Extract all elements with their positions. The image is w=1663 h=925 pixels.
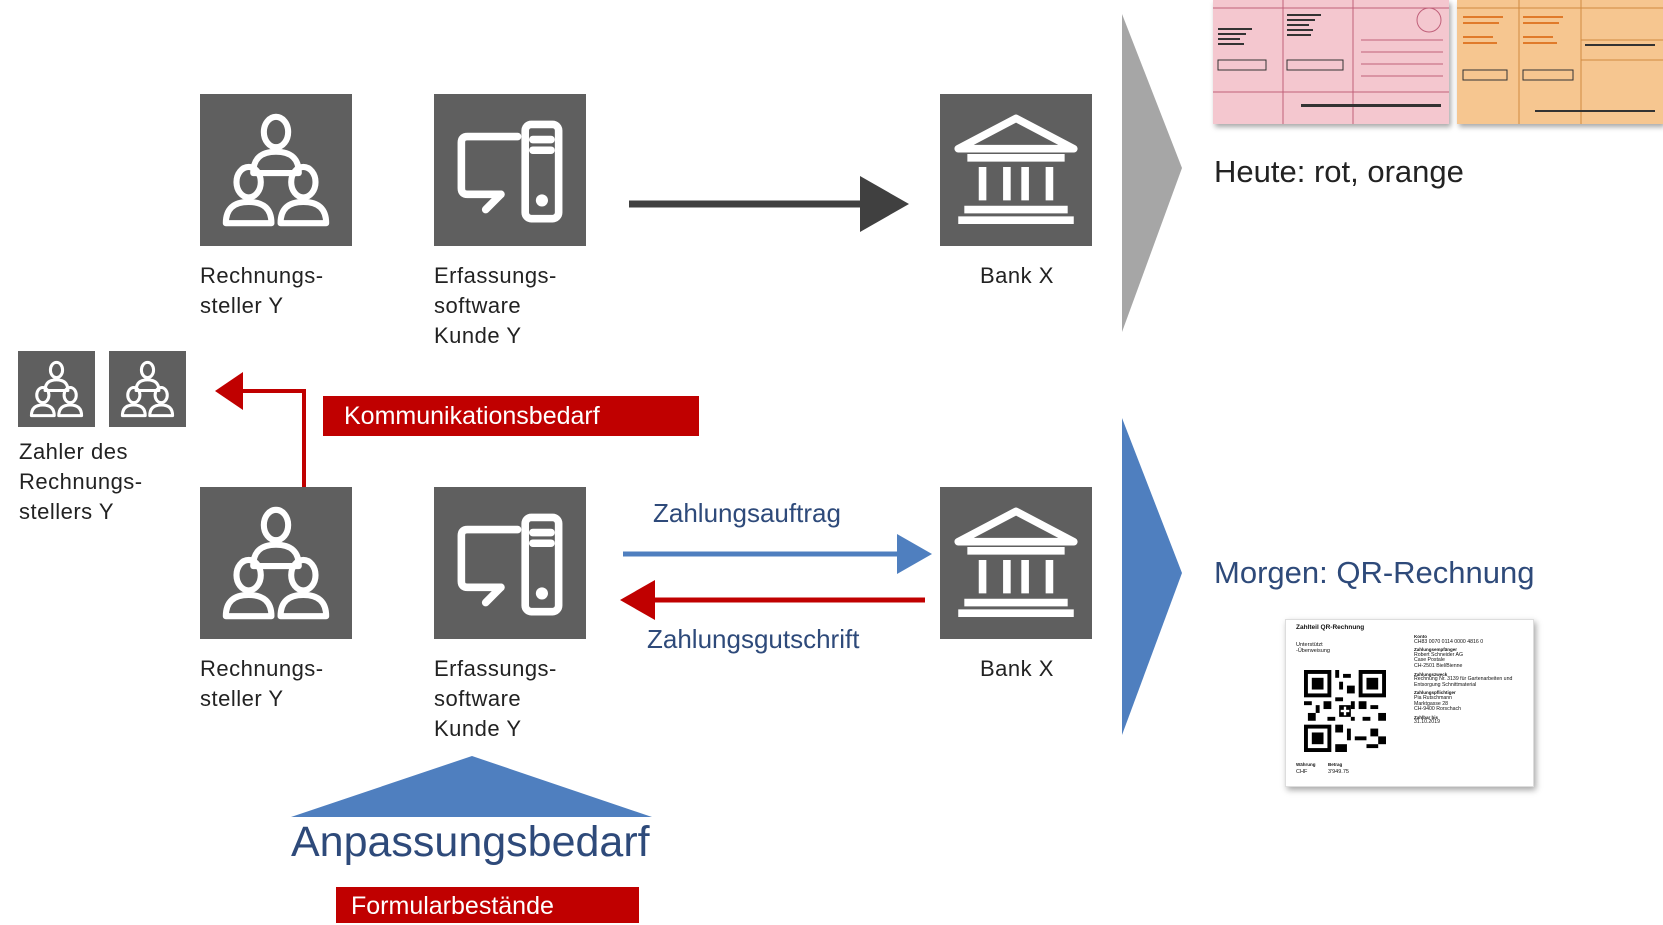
zahlungsauftrag-label: Zahlungsauftrag <box>653 498 841 528</box>
computer-icon <box>434 94 586 246</box>
software-tile-top <box>434 94 586 246</box>
qr-slip-zweck-label: Zahlungszweck <box>1414 671 1448 677</box>
qr-slip-empf: Robert Schneider AG Case Postale CH-2501… <box>1414 651 1464 669</box>
heute-label: Heute: rot, orange <box>1214 154 1464 189</box>
bank-label-bottom: Bank X <box>980 656 1054 681</box>
bank-tile-top <box>940 94 1092 246</box>
bank-icon <box>940 94 1092 246</box>
bank-icon <box>940 487 1092 639</box>
payer-tile-1 <box>18 351 95 427</box>
qr-slip-currency: CHF <box>1296 769 1308 775</box>
people-icon <box>200 94 352 246</box>
bank-label-top: Bank X <box>980 263 1054 288</box>
rechnungssteller-tile-bottom <box>200 487 352 639</box>
people-icon <box>18 351 95 427</box>
qr-slip-zahlbar: 31.10.2019 <box>1414 719 1440 726</box>
qr-bill-image: Zahlteil QR-Rechnung Unterstützt -Überwe… <box>1285 619 1534 787</box>
rechnungssteller-tile-top <box>200 94 352 246</box>
software-label-top: Erfassungs- software Kunde Y <box>434 263 557 348</box>
qr-slip-empf-label: Zahlungsempfänger <box>1414 647 1458 653</box>
zahlungsgutschrift-label: Zahlungsgutschrift <box>647 624 860 654</box>
anpassungsbedarf-triangle <box>291 756 652 817</box>
qr-slip-pfl: Pia Rutschmann Marktgasse 28 CH-9400 Ror… <box>1414 694 1461 713</box>
qr-slip-konto-label: Konto <box>1414 634 1427 639</box>
orange-payment-slip-image <box>1457 0 1663 124</box>
morgen-label: Morgen: QR-Rechnung <box>1214 555 1535 590</box>
qr-code-icon <box>1304 670 1386 752</box>
red-payment-slip-image <box>1213 0 1449 124</box>
qr-slip-amount: 3'949.75 <box>1328 769 1349 775</box>
bank-tile-bottom <box>940 487 1092 639</box>
payers-label: Zahler des Rechnungs- stellers Y <box>19 439 143 524</box>
computer-icon <box>434 487 586 639</box>
kommunikation-arrow <box>240 389 306 487</box>
people-icon <box>200 487 352 639</box>
payer-tile-2 <box>109 351 186 427</box>
kommunikationsbedarf-label: Kommunikationsbedarf <box>323 396 699 436</box>
qr-slip-currency-label: Währung <box>1296 762 1316 767</box>
heute-chevron <box>1122 14 1182 332</box>
qr-slip-pfl-label: Zahlungspflichtiger <box>1414 690 1456 696</box>
qr-slip-konto: CH83 0070 0114 0000 4816 0 <box>1414 638 1484 645</box>
qr-slip-zahlbar-label: Zahlbar bis <box>1414 714 1439 720</box>
software-label-bottom: Erfassungs- software Kunde Y <box>434 656 557 741</box>
morgen-chevron <box>1122 418 1182 735</box>
qr-slip-amount-label: Betrag <box>1328 762 1343 767</box>
anpassungsbedarf-label: Anpassungsbedarf <box>291 818 650 866</box>
qr-slip-zweck: Rechnung Nr. 3139 für Gartenarbeiten und… <box>1414 676 1513 688</box>
software-tile-bottom <box>434 487 586 639</box>
qr-slip-title: Zahlteil QR-Rechnung <box>1296 624 1365 631</box>
formularbestaende-label: Formularbestände <box>336 887 639 923</box>
people-icon <box>109 351 186 427</box>
qr-slip-left-text: Unterstützt -Überweisung <box>1296 642 1330 654</box>
rechnungssteller-label-bottom: Rechnungs- steller Y <box>200 656 324 711</box>
rechnungssteller-label-top: Rechnungs- steller Y <box>200 263 324 318</box>
